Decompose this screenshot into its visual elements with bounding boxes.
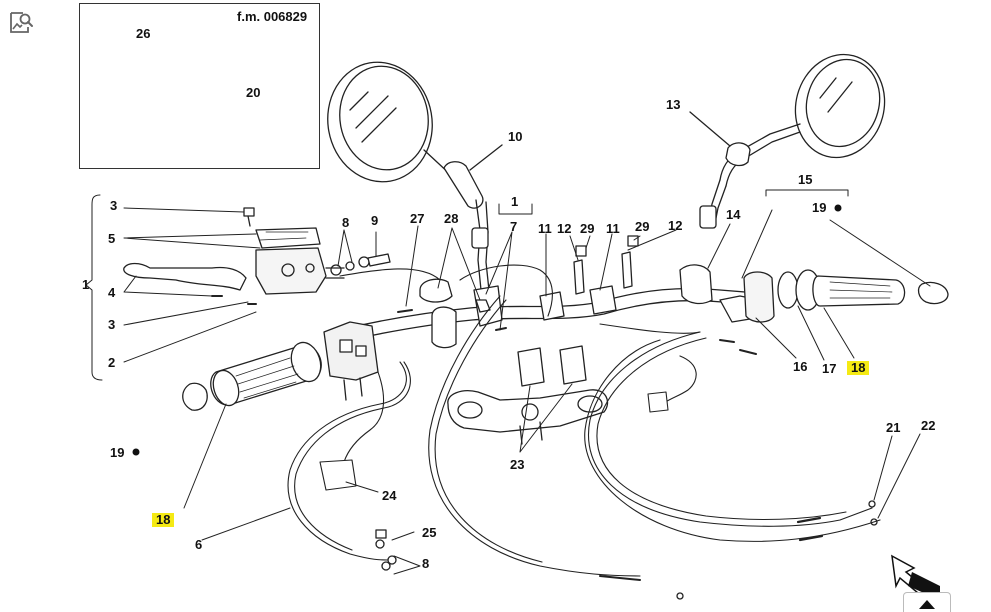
label-19-right: 19: [812, 200, 827, 215]
cable-ends: [375, 500, 878, 600]
label-17: 17: [822, 361, 837, 376]
label-22: 22: [921, 418, 936, 433]
label-7: 7: [510, 219, 518, 234]
label-2: 2: [108, 355, 116, 370]
label-29-right: 29: [635, 219, 650, 234]
left-mirror: [327, 61, 491, 301]
label-3-top: 3: [110, 198, 118, 213]
label-1-center: 1: [511, 194, 519, 209]
label-4: 4: [108, 285, 116, 300]
label-11-right: 11: [606, 221, 620, 236]
label-13: 13: [666, 97, 681, 112]
left-grip: [182, 341, 322, 411]
label-12-left: 12: [557, 221, 572, 236]
label-6: 6: [195, 537, 203, 552]
riser-clamps: [517, 235, 639, 387]
image-search-button[interactable]: [6, 8, 36, 38]
cables: [287, 264, 881, 577]
label-15: 15: [798, 172, 813, 187]
label-1-left: 1: [82, 277, 90, 292]
label-20: 20: [246, 85, 261, 100]
label-8-top: 8: [342, 215, 350, 230]
left-switch: [323, 321, 379, 401]
figure-reference: f.m. 006829: [237, 9, 308, 24]
label-18-right-highlight: 18: [847, 361, 870, 375]
label-16: 16: [793, 359, 808, 374]
right-mirror: [699, 53, 886, 229]
label-27: 27: [410, 211, 425, 226]
center-clamps: [397, 278, 507, 349]
label-19-left: 19: [110, 445, 125, 460]
note-dot-left: [132, 448, 140, 456]
label-25: 25: [422, 525, 437, 540]
caret-up-icon: [919, 600, 935, 609]
leader-lines: [85, 189, 931, 575]
label-28: 28: [444, 211, 459, 226]
label-18-left-highlight: 18: [152, 513, 175, 527]
label-11-left: 11: [538, 221, 552, 236]
label-24: 24: [382, 488, 397, 503]
brake-master-cylinder: [123, 207, 345, 305]
label-3-bottom: 3: [108, 317, 116, 332]
label-12-right: 12: [668, 218, 683, 233]
label-9: 9: [371, 213, 379, 228]
label-29-left: 29: [580, 221, 595, 236]
image-search-icon: [10, 12, 33, 33]
top-yoke: [447, 389, 609, 445]
label-14: 14: [726, 207, 741, 222]
label-8-bottom: 8: [422, 556, 430, 571]
scroll-up-button[interactable]: [903, 592, 951, 612]
inset-box: [79, 3, 320, 169]
right-switch-throttle: [679, 264, 949, 323]
label-10: 10: [508, 129, 523, 144]
label-23: 23: [510, 457, 525, 472]
label-26: 26: [136, 26, 151, 41]
master-cylinder-fasteners: [330, 253, 391, 276]
note-dot-right: [834, 204, 842, 212]
label-5: 5: [108, 231, 116, 246]
label-21: 21: [886, 420, 901, 435]
